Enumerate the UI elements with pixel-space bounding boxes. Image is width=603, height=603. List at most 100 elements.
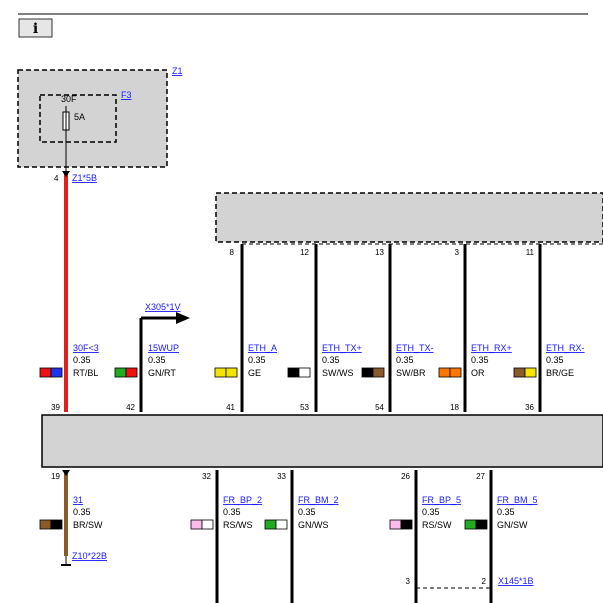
main-connector-pin: 41 bbox=[226, 403, 235, 412]
wire-color-swatch bbox=[39, 519, 63, 530]
wire-label-link[interactable]: 30F<3 bbox=[73, 343, 99, 353]
wire-label-link[interactable]: ETH_TX+ bbox=[322, 343, 362, 353]
fuse-rating-top: 30F bbox=[61, 94, 77, 104]
bottom-connector-pin-right: 2 bbox=[482, 577, 487, 586]
swatch-left bbox=[190, 519, 203, 530]
swatch-left bbox=[214, 367, 227, 378]
upper-module bbox=[215, 192, 603, 243]
top-connector-label[interactable]: Z1*5B bbox=[72, 173, 97, 183]
main-connector-pin: 54 bbox=[375, 403, 384, 412]
swatch-right bbox=[201, 519, 214, 530]
fuse-subbox-f3 bbox=[39, 94, 117, 143]
wire-size: 0.35 bbox=[471, 355, 489, 365]
swatch-right bbox=[524, 367, 537, 378]
wire-label-link[interactable]: ETH_RX- bbox=[546, 343, 585, 353]
wire-color-swatch bbox=[513, 367, 537, 378]
main-connector-pin: 42 bbox=[126, 403, 135, 412]
fuse-rating: 5A bbox=[74, 112, 85, 122]
wire-color-code: SW/WS bbox=[322, 368, 354, 378]
main-connector-pin: 26 bbox=[401, 472, 410, 481]
pin-marker bbox=[62, 470, 70, 476]
wire-color-code: BR/SW bbox=[73, 520, 103, 530]
wire-label-link[interactable]: ETH_A bbox=[248, 343, 277, 353]
swatch-left bbox=[39, 519, 52, 530]
main-connector-pin: 32 bbox=[202, 472, 211, 481]
wire-color-code: OR bbox=[471, 368, 485, 378]
swatch-right bbox=[475, 519, 488, 530]
swatch-left bbox=[39, 367, 52, 378]
swatch-left bbox=[287, 367, 300, 378]
swatch-left bbox=[464, 519, 477, 530]
wire-color-swatch bbox=[287, 367, 311, 378]
wire-label-link[interactable]: 31 bbox=[73, 495, 83, 505]
lower-wire-labels: 19310.35BR/SW32FR_BP_20.35RS/WS33FR_BM_2… bbox=[39, 472, 538, 530]
main-connector bbox=[41, 414, 603, 468]
main-connector-pin: 27 bbox=[476, 472, 485, 481]
swatch-right bbox=[298, 367, 311, 378]
wire-size: 0.35 bbox=[73, 507, 91, 517]
swatch-right bbox=[225, 367, 238, 378]
upper-pin-label: 11 bbox=[526, 248, 535, 257]
upper-pin-label: 8 bbox=[230, 248, 235, 257]
wire-color-code: SW/BR bbox=[396, 368, 426, 378]
swatch-right bbox=[400, 519, 413, 530]
wire-label-link[interactable]: FR_BM_5 bbox=[497, 495, 538, 505]
wire-label-link[interactable]: FR_BP_2 bbox=[223, 495, 262, 505]
upper-pin-label: 3 bbox=[455, 248, 460, 257]
wire-label-link[interactable]: ETH_RX+ bbox=[471, 343, 512, 353]
swatch-right bbox=[50, 367, 63, 378]
wire-color-code: GN/RT bbox=[148, 368, 176, 378]
wire-color-swatch bbox=[389, 519, 413, 530]
wire-size: 0.35 bbox=[396, 355, 414, 365]
wire-color-swatch bbox=[464, 519, 488, 530]
wire-size: 0.35 bbox=[422, 507, 440, 517]
wire-color-code: RT/BL bbox=[73, 368, 98, 378]
wire-color-swatch bbox=[214, 367, 238, 378]
wire-color-swatch bbox=[264, 519, 288, 530]
mid-wire-labels: 30F<30.35RT/BL15WUP0.35GN/RTETH_A0.35GEE… bbox=[39, 343, 585, 378]
main-connector-pin: 36 bbox=[525, 403, 534, 412]
wire-size: 0.35 bbox=[497, 507, 515, 517]
upper-pin-label: 13 bbox=[375, 248, 384, 257]
swatch-right bbox=[275, 519, 288, 530]
swatch-right bbox=[372, 367, 385, 378]
info-button-frame[interactable] bbox=[18, 18, 53, 38]
wire-color-code: GN/WS bbox=[298, 520, 329, 530]
swatch-left bbox=[361, 367, 374, 378]
wire-label-link[interactable]: FR_BP_5 bbox=[422, 495, 461, 505]
wire-size: 0.35 bbox=[248, 355, 266, 365]
pin-marker bbox=[62, 171, 70, 177]
swatch-left bbox=[438, 367, 451, 378]
fuse-label[interactable]: F3 bbox=[121, 90, 132, 100]
wire-label-link[interactable]: FR_BM_2 bbox=[298, 495, 339, 505]
relay-link-label[interactable]: X305*1V bbox=[145, 302, 181, 312]
wire-size: 0.35 bbox=[73, 355, 91, 365]
fuse-box-label[interactable]: Z1 bbox=[172, 66, 183, 76]
main-connector-pin: 18 bbox=[450, 403, 459, 412]
swatch-left bbox=[513, 367, 526, 378]
swatch-right bbox=[125, 367, 138, 378]
main-connector-pin: 19 bbox=[51, 472, 60, 481]
wire-size: 0.35 bbox=[148, 355, 166, 365]
bottom-connector-label[interactable]: X145*1B bbox=[498, 576, 534, 586]
swatch-left bbox=[264, 519, 277, 530]
info-icon[interactable]: i bbox=[33, 21, 38, 37]
swatch-right bbox=[50, 519, 63, 530]
relay-arrow-icon bbox=[176, 312, 190, 324]
wire-label-link[interactable]: 15WUP bbox=[148, 343, 179, 353]
wire-label-link[interactable]: ETH_TX- bbox=[396, 343, 434, 353]
wire-color-swatch bbox=[114, 367, 138, 378]
wire-color-code: RS/WS bbox=[223, 520, 253, 530]
wire-size: 0.35 bbox=[298, 507, 316, 517]
wire-color-code: BR/GE bbox=[546, 368, 574, 378]
main-connector-pin: 39 bbox=[51, 403, 60, 412]
bottom-connector-pin-left: 3 bbox=[406, 577, 411, 586]
wire-color-swatch bbox=[361, 367, 385, 378]
swatch-right bbox=[449, 367, 462, 378]
info-button[interactable]: i bbox=[18, 18, 53, 38]
fuse-box-z1 bbox=[17, 69, 168, 168]
wire-size: 0.35 bbox=[223, 507, 241, 517]
wire-color-swatch bbox=[438, 367, 462, 378]
ground-link-label[interactable]: Z10*22B bbox=[72, 551, 107, 561]
